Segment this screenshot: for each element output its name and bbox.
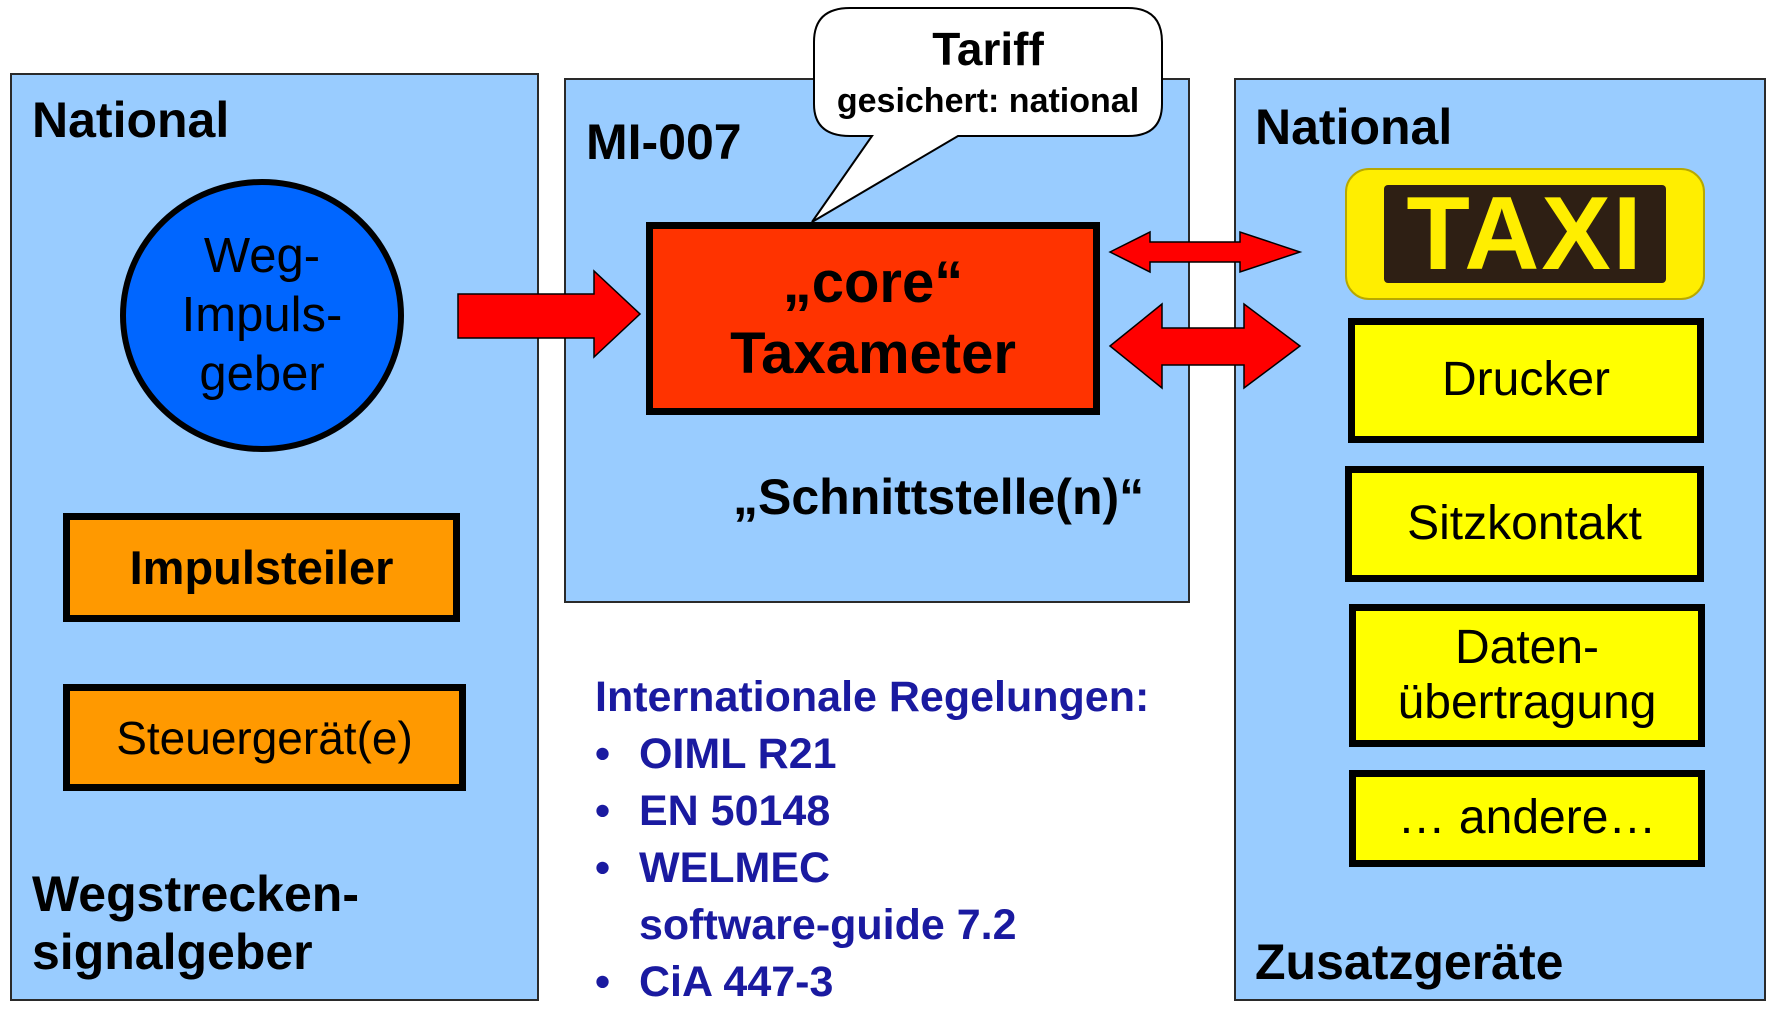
bullet: •: [595, 787, 611, 835]
circle-line-3: geber: [199, 346, 325, 401]
impulsteiler-box: Impulsteiler: [63, 513, 460, 622]
regulation-item: • EN 50148: [595, 783, 1149, 840]
regulation-en: EN 50148: [639, 787, 831, 835]
sitzkontakt-label: Sitzkontakt: [1407, 496, 1642, 550]
regulation-item: • WELMEC: [595, 840, 1149, 897]
right-panel-title: National: [1255, 99, 1453, 155]
footer-line-2: signalgeber: [32, 924, 313, 980]
circle-line-1: Weg-: [203, 229, 321, 284]
drucker-box: Drucker: [1348, 318, 1704, 443]
bullet: •: [595, 958, 611, 1006]
datenuebertragung-line-1: Daten-: [1454, 621, 1600, 675]
regulation-welmec: WELMEC: [639, 844, 831, 892]
middle-panel-title: MI-007: [586, 114, 742, 170]
input-arrow: [457, 269, 642, 359]
core-line-2: Taxameter: [730, 320, 1016, 386]
regulations-heading: Internationale Regelungen:: [595, 673, 1150, 721]
sitzkontakt-box: Sitzkontakt: [1345, 466, 1704, 582]
steuergeraet-box: Steuergerät(e): [63, 684, 466, 791]
regulations-block: Internationale Regelungen: • OIML R21 • EN…: [595, 669, 1149, 1011]
regulation-oiml: OIML R21: [639, 730, 837, 778]
andere-box: … andere…: [1349, 770, 1705, 867]
andere-label: … andere…: [1397, 791, 1657, 845]
datenuebertragung-box: Daten- übertragung: [1349, 604, 1705, 747]
footer-line-1: Wegstrecken-: [32, 866, 359, 922]
taxi-sign-text: TAXI: [1384, 182, 1666, 286]
datenuebertragung-line-2: übertragung: [1397, 675, 1657, 729]
callout-title: Tariff: [932, 23, 1044, 75]
callout-subtitle: gesichert: national: [836, 82, 1140, 120]
left-panel-footer: Wegstrecken- signalgeber: [32, 865, 359, 981]
right-panel-footer: Zusatzgeräte: [1255, 934, 1564, 990]
regulation-cia: CiA 447-3: [639, 958, 834, 1006]
top-bidirectional-arrow: [1108, 230, 1303, 274]
circle-line-2: Impuls-: [181, 288, 343, 343]
taxi-sign: TAXI: [1345, 168, 1705, 300]
interface-label: „Schnittstelle(n)“: [733, 469, 1145, 525]
regulation-item-continued: software-guide 7.2: [595, 897, 1149, 954]
tariff-callout-bubble: [811, 7, 1163, 223]
weg-impulsgeber-circle: Weg- Impuls- geber: [120, 179, 404, 452]
core-line-1: „core“: [782, 249, 964, 315]
drucker-label: Drucker: [1441, 353, 1611, 407]
bullet: •: [595, 844, 611, 892]
regulation-item: • OIML R21: [595, 726, 1149, 783]
core-taxameter-box: „core“ Taxameter: [646, 222, 1100, 415]
bottom-bidirectional-arrow: [1108, 302, 1302, 390]
left-panel-title: National: [32, 92, 230, 148]
regulation-welmec-guide: software-guide 7.2: [639, 901, 1017, 949]
regulation-item: • CiA 447-3: [595, 954, 1149, 1011]
bullet: •: [595, 730, 611, 778]
